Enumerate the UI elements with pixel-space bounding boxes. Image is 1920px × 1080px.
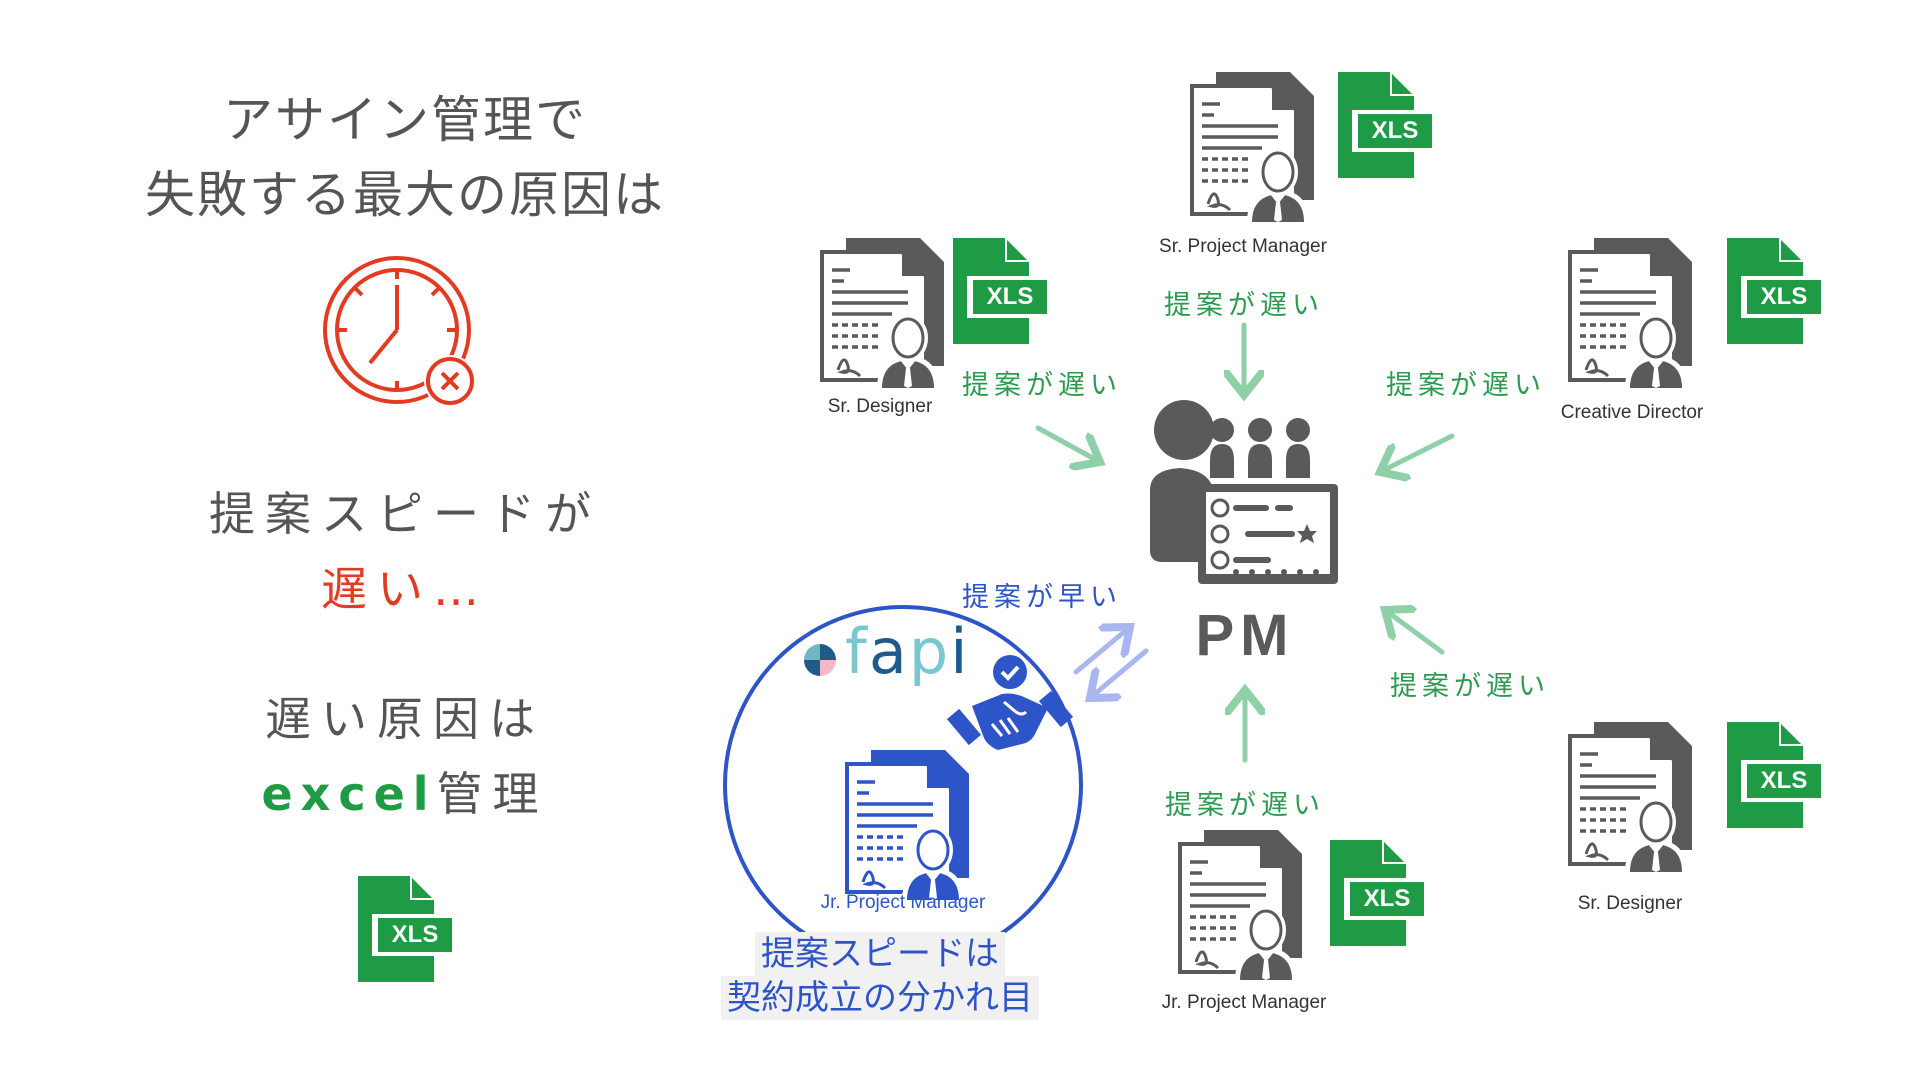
xls-file-icon: XLS: [1727, 238, 1821, 344]
role-label: Sr. Designer: [1577, 893, 1683, 914]
speed-label: 提案が遅い: [962, 370, 1122, 401]
xls-file-icon: XLS: [1727, 722, 1821, 828]
xls-badge-text: XLS: [391, 921, 439, 948]
speed-label: 提案が遅い: [1164, 290, 1324, 321]
title-line-1: アサイン管理で: [223, 91, 587, 149]
management-word: 管理: [436, 767, 549, 821]
reason-line: 遅い原因は: [265, 692, 545, 746]
role-label: Jr. Project Manager: [1161, 992, 1327, 1013]
xls-badge-text: XLS: [1371, 117, 1419, 144]
excel-management-line: excel管理: [261, 758, 548, 824]
caption-line-2: 契約成立の分かれ目: [721, 976, 1039, 1020]
role-doc-icon: [1190, 72, 1318, 222]
pm-icon: [1140, 400, 1340, 600]
arrow-fapi-in: [1090, 648, 1149, 698]
role-label: Sr. Project Manager: [1159, 236, 1327, 257]
xls-file-icon: XLS: [358, 876, 452, 982]
arrow-bottom-right: [1385, 610, 1445, 655]
slow-line: 遅い…: [321, 562, 489, 616]
title-line-2: 失敗する最大の原因は: [145, 166, 665, 224]
xls-badge-text: XLS: [1760, 767, 1808, 794]
speed-label: 提案が遅い: [1386, 370, 1546, 401]
role-doc-icon: [1568, 722, 1696, 872]
role-label: Creative Director: [1560, 402, 1704, 423]
speed-label: 提案が遅い: [1390, 671, 1550, 702]
speed-line: 提案スピードが: [209, 487, 601, 541]
role-label: Sr. Designer: [827, 396, 933, 417]
pm-label: PM: [1195, 603, 1295, 668]
fapi-puzzle-logo-icon: [800, 640, 840, 680]
role-doc-icon: [1568, 238, 1696, 388]
excel-word: excel: [261, 767, 437, 821]
jr-pm-doc-icon: [845, 750, 973, 900]
xls-badge-text: XLS: [1760, 283, 1808, 310]
arrow-fapi-out: [1073, 627, 1130, 675]
fapi-role-label: Jr. Project Manager: [820, 892, 986, 913]
xls-file-icon: XLS: [953, 238, 1047, 344]
xls-file-icon: XLS: [1338, 72, 1432, 178]
speed-label: 提案が遅い: [1165, 790, 1325, 821]
fast-speed-label: 提案が早い: [962, 582, 1122, 613]
caption-line-1: 提案スピードは: [755, 932, 1005, 976]
role-doc-icon: [820, 238, 948, 388]
role-doc-icon: [1178, 830, 1306, 980]
fapi-brand: fapi: [845, 615, 970, 688]
xls-badge-text: XLS: [1363, 885, 1411, 912]
arrow-top-left: [1035, 425, 1100, 462]
arrow-top-right: [1380, 433, 1455, 472]
handshake-check-icon: [946, 640, 1074, 770]
clock-late-icon: [322, 255, 482, 415]
xls-file-icon: XLS: [1330, 840, 1424, 946]
xls-badge-text: XLS: [986, 283, 1034, 310]
